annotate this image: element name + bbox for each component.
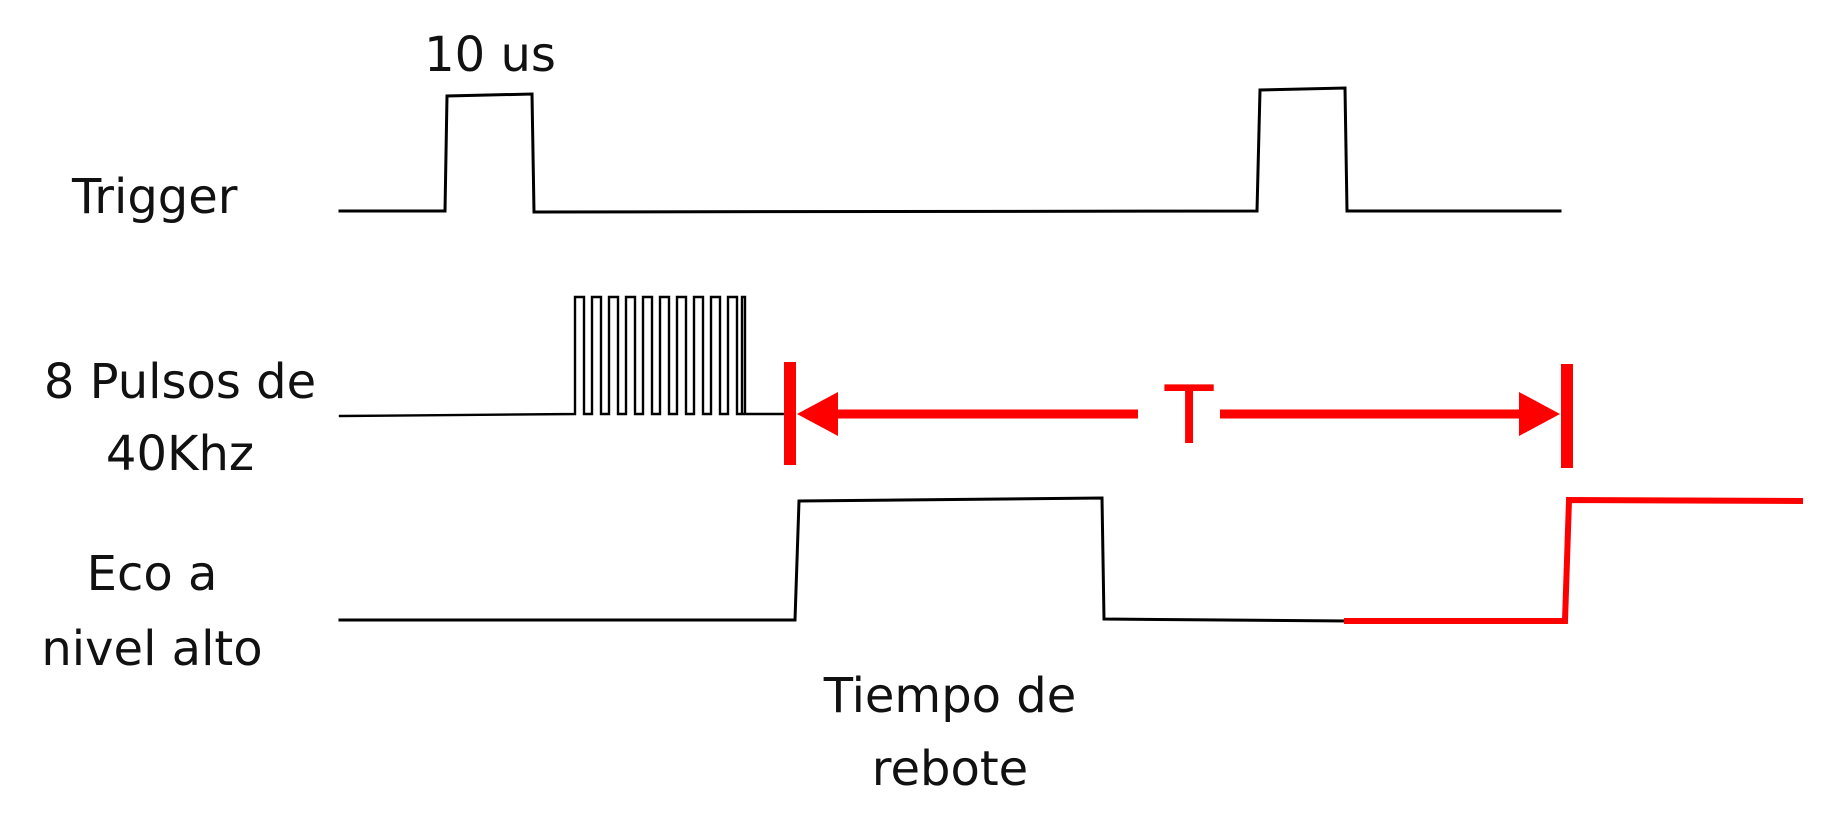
echo-signal-next-cycle — [1344, 496, 1804, 624]
pulses-label-line2: 40Khz — [106, 426, 254, 482]
arrow-right-icon — [1519, 392, 1560, 436]
pulses-label-line1: 8 Pulsos de — [44, 354, 316, 410]
pulse-width-label: 10 us — [424, 27, 556, 83]
period-label: T — [1164, 369, 1215, 462]
trigger-label: Trigger — [71, 169, 238, 225]
echo-label-line1: Eco a — [87, 546, 218, 602]
echo-label-line2: nivel alto — [41, 621, 262, 677]
trigger-signal — [338, 86, 1562, 214]
bounce-time-label-line2: rebote — [872, 741, 1028, 797]
ultrasonic-burst-signal — [338, 295, 787, 418]
echo-signal — [338, 496, 1349, 623]
arrow-left-icon — [797, 392, 838, 436]
bounce-time-label-line1: Tiempo de — [823, 668, 1077, 724]
